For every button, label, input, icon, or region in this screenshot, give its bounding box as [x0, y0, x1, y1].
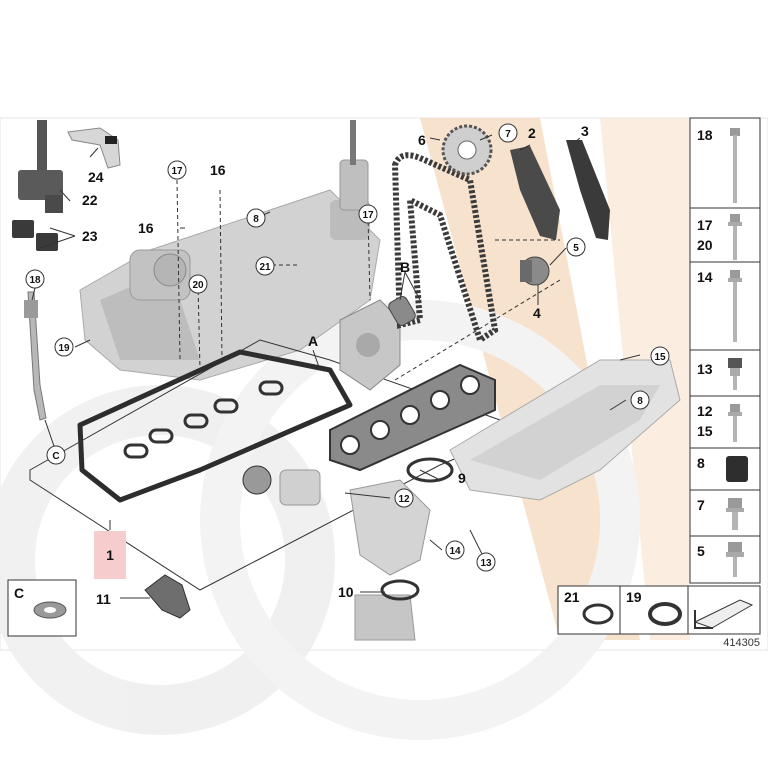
- callout-15: 15: [650, 346, 670, 366]
- guide-rail-2: [510, 146, 560, 240]
- svg-text:8: 8: [637, 396, 643, 407]
- box-c: C: [7, 579, 77, 637]
- callout-17-left: 17: [167, 160, 187, 180]
- panel-label-19: 19: [626, 589, 642, 605]
- callout-17-right: 17: [358, 204, 378, 224]
- ring-10: [380, 579, 420, 601]
- callout-18: 18: [25, 269, 45, 289]
- bolt-long-flange-icon: [728, 270, 742, 342]
- label-11: 11: [96, 591, 111, 607]
- bottom-panel: 21 19: [557, 585, 761, 635]
- label-22: 22: [82, 192, 98, 208]
- sprocket-6: [441, 124, 493, 176]
- intake-gasket: [329, 363, 496, 472]
- rubber-grommet-icon: [726, 456, 748, 482]
- side-label-8: 8: [697, 455, 705, 471]
- label-16-left: 16: [138, 220, 154, 236]
- side-label-14: 14: [697, 269, 713, 285]
- seal-left: [242, 465, 272, 495]
- svg-text:14: 14: [449, 546, 461, 557]
- label-24: 24: [88, 169, 104, 185]
- svg-text:8: 8: [253, 214, 259, 225]
- label-10: 10: [338, 584, 354, 600]
- collar-bolt-icon: [728, 358, 742, 390]
- svg-text:C: C: [52, 451, 59, 462]
- side-label-15: 15: [697, 423, 713, 439]
- callout-13: 13: [476, 552, 496, 572]
- callout-5: 5: [566, 237, 586, 257]
- side-label-20: 20: [697, 237, 713, 253]
- watermark: [0, 118, 690, 740]
- side-label-18: 18: [697, 127, 713, 143]
- svg-text:18: 18: [29, 275, 41, 286]
- svg-text:19: 19: [58, 343, 70, 354]
- arrow-icon: [693, 599, 754, 629]
- svg-text:12: 12: [398, 494, 410, 505]
- svg-text:C: C: [14, 585, 24, 601]
- callout-12: 12: [394, 488, 414, 508]
- label-a: A: [308, 333, 318, 349]
- side-label-12: 12: [697, 403, 713, 419]
- cylinder-head: [79, 189, 381, 381]
- callout-8-right: 8: [630, 390, 650, 410]
- hp-pump: [339, 299, 401, 391]
- long-bolt-icon: [730, 128, 740, 203]
- bracket-24: [67, 127, 121, 169]
- diagram-number: 414305: [723, 637, 760, 649]
- callout-8-top: 8: [246, 208, 266, 228]
- callout-14: 14: [445, 540, 465, 560]
- bolt-short-icon: [728, 404, 742, 442]
- o-ring-21-icon: [582, 603, 614, 625]
- side-label-17: 17: [697, 217, 713, 233]
- sensor-11: [144, 574, 191, 619]
- valve-cover-gasket: [77, 349, 353, 503]
- svg-text:17: 17: [362, 210, 374, 221]
- svg-text:15: 15: [654, 352, 666, 363]
- svg-text:5: 5: [573, 243, 579, 254]
- side-panel: 18 17 20 14 13 12 15 8 7 5: [689, 117, 761, 584]
- timing-chain: [391, 152, 499, 345]
- guide-rail-3: [566, 140, 610, 240]
- part-1-highlight: 1: [94, 531, 126, 579]
- ring-9: [406, 457, 454, 483]
- callout-c: C: [46, 445, 66, 465]
- leader-lines: [31, 134, 641, 599]
- clips-23: [12, 220, 58, 251]
- svg-text:17: 17: [171, 166, 183, 177]
- side-label-13: 13: [697, 361, 713, 377]
- label-23: 23: [82, 228, 98, 244]
- side-label-5: 5: [697, 543, 705, 559]
- callout-circles: 7 5 17 17 8 21 20 18 19 C 15 8 12 14 13: [25, 123, 670, 572]
- label-6: 6: [418, 132, 426, 148]
- svg-text:13: 13: [480, 558, 492, 569]
- bolt-medium-icon: [728, 214, 742, 260]
- plain-labels: 24 22 23 16 16 6 2 3 4 B A 9 10 11: [82, 123, 589, 607]
- tensioner-b: [388, 296, 416, 326]
- tensioner-4: [520, 256, 550, 286]
- svg-text:20: 20: [192, 280, 204, 291]
- label-2: 2: [528, 125, 536, 141]
- label-3: 3: [581, 123, 589, 139]
- shoulder-bolt-icon: [726, 498, 744, 530]
- svg-text:1: 1: [106, 547, 114, 563]
- label-16-top: 16: [210, 162, 226, 178]
- panel-label-21: 21: [564, 589, 580, 605]
- label-9: 9: [458, 470, 466, 486]
- o-ring-19-icon: [648, 602, 682, 626]
- callout-19: 19: [54, 337, 74, 357]
- bracket-22: [18, 120, 63, 213]
- label-b: B: [400, 259, 410, 275]
- callout-21: 21: [255, 256, 275, 276]
- svg-text:21: 21: [259, 262, 271, 273]
- callout-20: 20: [188, 274, 208, 294]
- flange-bolt-icon: [726, 542, 744, 577]
- svg-text:7: 7: [505, 129, 511, 140]
- side-label-7: 7: [697, 497, 705, 513]
- callout-7: 7: [498, 123, 518, 143]
- camshaft-area: [339, 120, 369, 211]
- label-4: 4: [533, 305, 541, 321]
